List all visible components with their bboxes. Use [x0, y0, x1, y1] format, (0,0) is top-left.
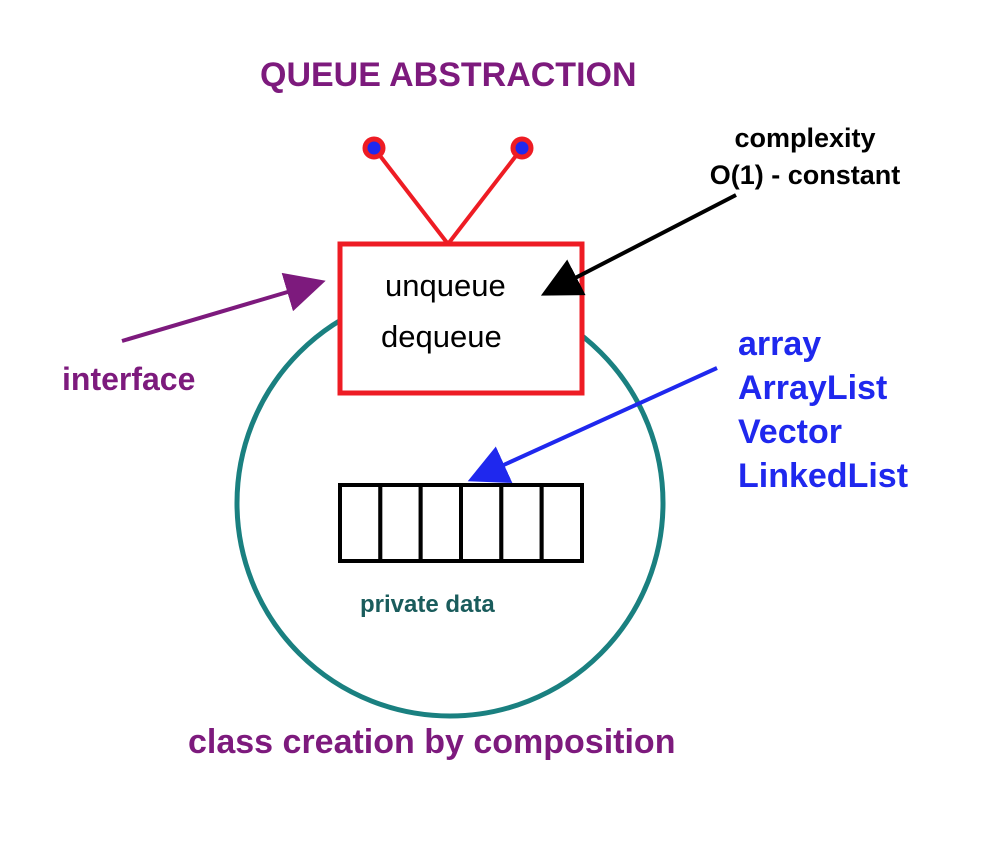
complexity-line-1: complexity	[734, 123, 876, 153]
composition-caption: class creation by composition	[188, 723, 676, 761]
implementation-item: ArrayList	[738, 369, 888, 407]
complexity-arrow	[540, 193, 737, 296]
antennas	[362, 136, 534, 246]
array-cell	[539, 483, 585, 563]
complexity-line-2: O(1) - constant	[709, 160, 901, 190]
array-cell	[418, 483, 463, 563]
diagram-title: QUEUE ABSTRACTION	[260, 56, 637, 94]
array-cell	[378, 483, 423, 563]
method-unqueue: unqueue	[385, 268, 506, 303]
implementation-item: LinkedList	[738, 457, 909, 495]
interface-label: interface	[62, 361, 196, 397]
interface-arrow	[121, 272, 326, 343]
implementation-item: Vector	[738, 413, 842, 451]
method-dequeue: dequeue	[381, 319, 502, 354]
antenna-right	[446, 146, 524, 246]
antenna-left	[372, 146, 450, 246]
complexity-label: complexity O(1) - constant	[690, 120, 920, 194]
antenna-tip-left	[362, 136, 386, 160]
private-data-label: private data	[360, 591, 495, 618]
implementation-arrow	[467, 366, 718, 483]
implementation-item: array	[738, 325, 822, 363]
antenna-tip-right	[510, 136, 534, 160]
implementation-list: array ArrayList Vector LinkedList	[738, 322, 908, 498]
array-cell	[338, 483, 383, 563]
array-cell	[499, 483, 544, 563]
private-data-array	[338, 483, 585, 563]
array-cell	[459, 483, 504, 563]
